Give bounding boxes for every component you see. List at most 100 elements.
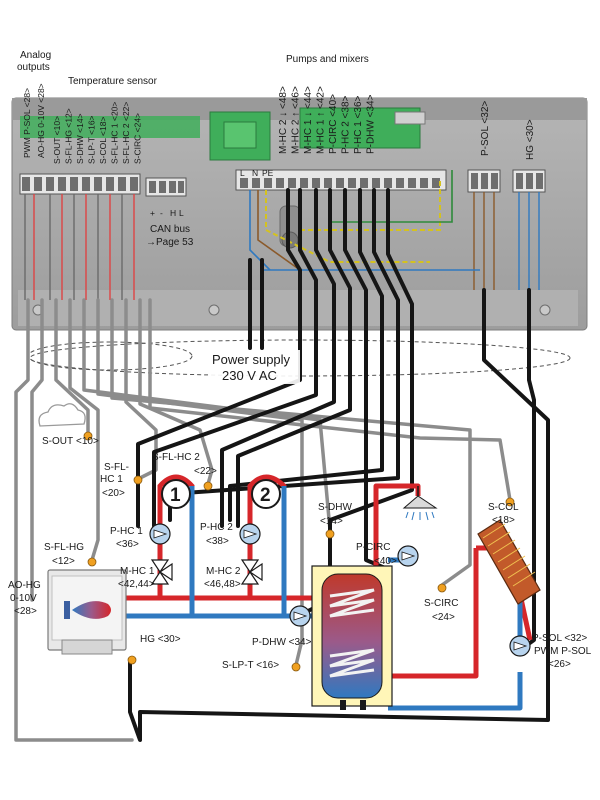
mixer-hc2: [240, 559, 263, 585]
pump-hc2: [239, 523, 261, 545]
terminal-screw: [324, 178, 332, 188]
pump-terminal-label: M-HC 1 ↑ <42>: [316, 86, 327, 154]
terminal-screw: [252, 178, 260, 188]
terminal-screw: [130, 177, 138, 191]
pump-terminal-label: P-CIRC <40>: [328, 94, 339, 154]
s-fl-hc2-num: <22>: [194, 466, 217, 477]
m-hc1-num: <42,44>: [118, 579, 155, 590]
terminal-screw: [70, 177, 78, 191]
sensor-dot-s-lp-t: [291, 662, 301, 672]
p-hc2-num: <38>: [206, 536, 229, 547]
s-circ-label: S-CIRC: [424, 598, 458, 609]
analog-terminal-label: AO-HG 0-10V <28>: [36, 83, 46, 158]
sensor-dot-s-dhw: [325, 529, 335, 539]
ao-hg-label: AO-HG: [8, 580, 41, 591]
sensor-dot-s-fl-hc2: [203, 481, 213, 491]
analog-outputs-header: Analog: [20, 50, 51, 61]
sensor-points: [83, 431, 515, 672]
solar-collector: [477, 519, 541, 605]
s-fl-hc1-num: <20>: [102, 488, 125, 499]
sensor-dot-s-out: [83, 431, 93, 441]
pump-terminal-label: P-HC 2 <38>: [341, 95, 352, 154]
sensor-terminal-block: [19, 173, 141, 195]
can-bus-label: CAN bus: [150, 224, 190, 235]
s-out-num: <10>: [76, 436, 99, 447]
pwm-p-sol-label: PWM P-SOL: [534, 646, 592, 657]
p-sol-terminal-label: P-SOL <32>: [480, 101, 491, 156]
mixer-hc1: [150, 559, 173, 585]
pump-terminal-block: L N PE: [235, 168, 447, 191]
m-hc2-label: M-HC 2: [206, 566, 241, 577]
s-fl-hc1-label-2: HC 1: [100, 474, 123, 485]
component-labels: S-OUT <10> S-FL- HC 1 <20> S-FL-HC 2 <22…: [8, 436, 592, 671]
terminal-screw: [46, 177, 54, 191]
terminal-screw: [58, 177, 66, 191]
p-hc1-num: <36>: [116, 539, 139, 550]
pump-terminal-label: P-HC 1 <36>: [353, 95, 364, 154]
terminal-screw: [408, 178, 416, 188]
p-circ-num: <40>: [374, 556, 397, 567]
sensor-terminal-label: S-DHW <14>: [75, 113, 85, 164]
can-bus-page-ref: →Page 53: [146, 237, 194, 248]
terminal-screw: [396, 178, 404, 188]
s-fl-hg-num: <12>: [52, 556, 75, 567]
pump-terminal-label: M-HC 1 ↓ <44>: [303, 86, 314, 154]
pump-terminal-label: M-HC 2 ↑ <46>: [291, 86, 302, 154]
circuit-number-2: 2: [260, 485, 271, 506]
sensor-dot-s-circ: [437, 583, 447, 593]
p-sol-label: P-SOL <32>: [532, 633, 587, 644]
can-bus-terminal: + - H L: [145, 177, 187, 218]
heating-circuit-1: 1: [157, 474, 195, 520]
sensor-terminal-label: S-FL-HG <12>: [64, 108, 74, 164]
s-circ-num: <24>: [432, 612, 455, 623]
hg-terminal-label: HG <30>: [525, 119, 536, 160]
sensor-terminal-label: S-OUT <10>: [52, 116, 62, 164]
s-dhw-num: <14>: [320, 516, 343, 527]
analog-outputs-header-line2: outputs: [17, 62, 50, 73]
s-lp-t-label: S-LP-T <16>: [222, 660, 279, 671]
p-dhw-label: P-DHW <34>: [252, 637, 312, 648]
sensor-terminal-label: S-FL-HC 2 <22>: [121, 102, 131, 164]
sensor-terminal-label: S-LP-T <16>: [87, 115, 97, 164]
sensor-dot-s-col: [505, 497, 515, 507]
temperature-sensor-header: Temperature sensor: [68, 76, 158, 87]
power-cables: [128, 188, 550, 742]
terminal-screw: [348, 178, 356, 188]
right-terminal-blocks: [467, 169, 546, 193]
ao-hg-label-2: 0-10V: [10, 593, 37, 604]
can-plus-label: +: [150, 208, 155, 218]
can-h-label: H: [170, 208, 176, 218]
s-col-num: <18>: [492, 515, 515, 526]
terminal-screw: [288, 178, 296, 188]
sensor-dot-s-fl-hg: [87, 557, 97, 567]
n-terminal-label: N: [252, 168, 258, 178]
m-hc1-label: M-HC 1: [120, 566, 155, 577]
s-dhw-label: S-DHW: [318, 502, 352, 513]
heating-circuit-2: 2: [247, 474, 287, 520]
pump-terminal-label: M-HC 2 ↓ <48>: [278, 86, 289, 154]
terminal-screw: [384, 178, 392, 188]
pump-dhw: [289, 605, 311, 627]
sensor-terminal-label: S-FL-HC 1 <20>: [110, 102, 120, 164]
can-minus-label: -: [160, 208, 163, 218]
hg-label: HG <30>: [140, 634, 181, 645]
sensor-terminal-label: S-CIRC <24>: [133, 113, 143, 164]
terminal-screw: [432, 178, 440, 188]
terminal-screw: [264, 178, 272, 188]
terminal-screw: [312, 178, 320, 188]
terminal-screw: [240, 178, 248, 188]
power-supply-voltage: 230 V AC: [222, 368, 277, 383]
p-hc1-label: P-HC 1: [110, 526, 143, 537]
sensor-bundle-outline: [27, 341, 193, 371]
pump-solar: [509, 635, 531, 657]
analog-terminal-label: PWM P-SOL <28>: [22, 88, 32, 158]
s-out-label: S-OUT: [42, 436, 73, 447]
terminal-screw: [360, 178, 368, 188]
terminal-screw: [300, 178, 308, 188]
dhw-tank: [311, 565, 393, 710]
s-fl-hg-label: S-FL-HG: [44, 542, 84, 553]
shower-icon: [402, 486, 438, 521]
s-fl-hc2-label: S-FL-HC 2: [152, 452, 200, 463]
